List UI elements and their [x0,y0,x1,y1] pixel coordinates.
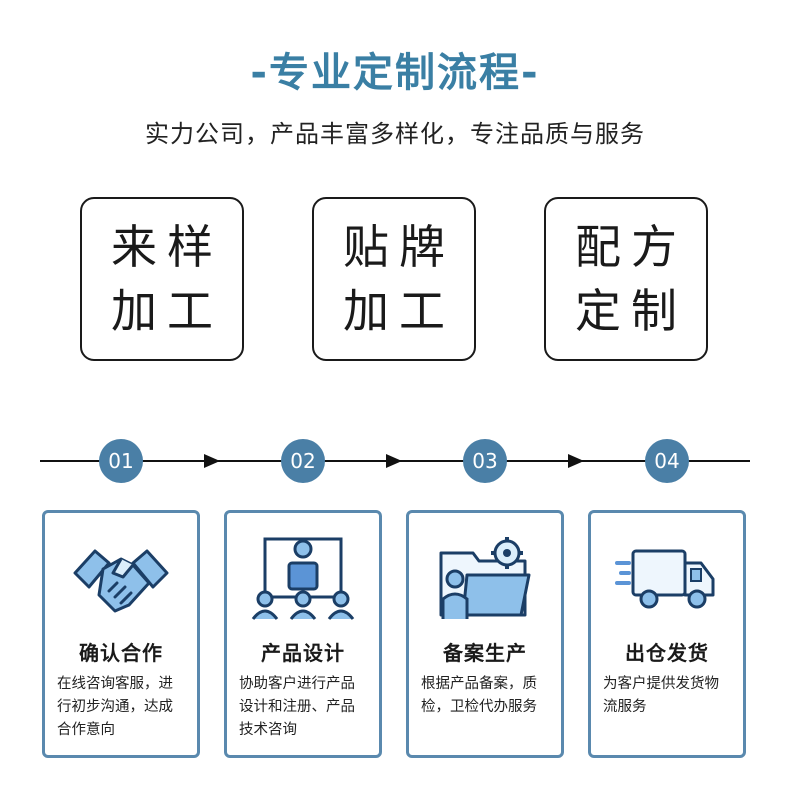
step-title: 备案生产 [443,641,527,665]
timeline-arrow [386,454,402,468]
page-title: -专业定制流程- [250,50,540,96]
step-description: 为客户提供发货物流服务 [603,676,719,715]
service-label-line1: 贴牌 [343,220,455,274]
team-design-icon [251,537,355,620]
step-number-badge: 02 [281,439,325,483]
step-number-badge: 01 [99,439,143,483]
step-description: 根据产品备案，质检，卫检代办服务 [421,676,537,715]
worker-gear-icon [439,537,531,619]
step-title: 出仓发货 [625,641,709,665]
service-box-sample-processing: 来样 加工 [80,197,244,361]
page-subtitle: 实力公司，产品丰富多样化，专注品质与服务 [145,120,645,148]
step-card-design: 产品设计 协助客户进行产品设计和注册、产品技术咨询 [224,510,382,758]
step-description: 在线咨询客服，进行初步沟通，达成合作意向 [57,676,173,738]
step-number-badge: 04 [645,439,689,483]
service-label-line2: 定制 [575,284,687,338]
step-title: 产品设计 [261,641,345,665]
step-description: 协助客户进行产品设计和注册、产品技术咨询 [239,676,355,738]
service-box-oem: 贴牌 加工 [312,197,476,361]
service-label-line2: 加工 [343,284,455,338]
step-number-badge: 03 [463,439,507,483]
delivery-truck-icon [615,549,715,609]
service-label-line2: 加工 [111,284,223,338]
step-card-shipping: 出仓发货 为客户提供发货物流服务 [588,510,746,758]
service-box-formula: 配方 定制 [544,197,708,361]
step-card-confirm: 确认合作 在线咨询客服，进行初步沟通，达成合作意向 [42,510,200,758]
timeline-arrow [568,454,584,468]
step-card-production: 备案生产 根据产品备案，质检，卫检代办服务 [406,510,564,758]
handshake-icon [73,549,169,613]
step-title: 确认合作 [79,641,163,665]
service-label-line1: 来样 [111,220,223,274]
service-label-line1: 配方 [575,220,687,274]
timeline-arrow [204,454,220,468]
